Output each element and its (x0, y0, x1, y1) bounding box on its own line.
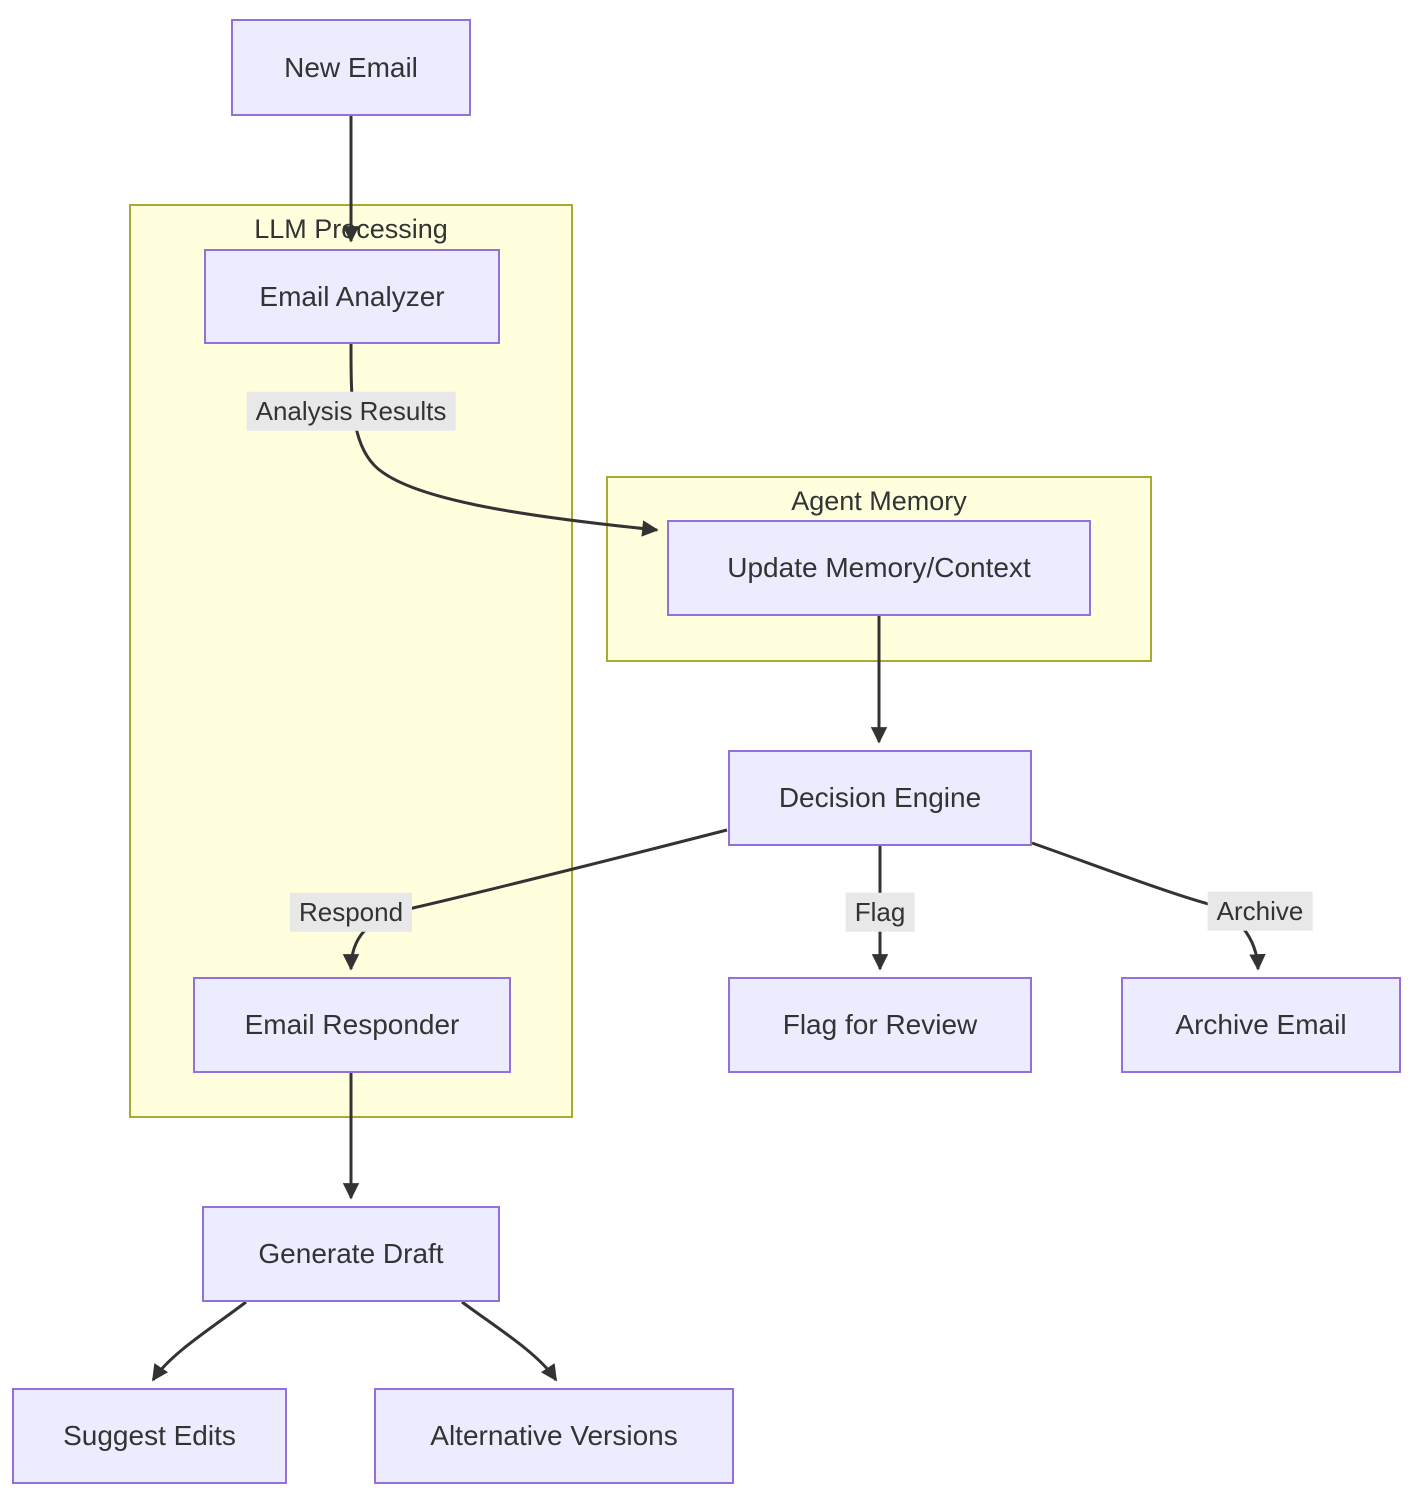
node-new-email: New Email (231, 19, 471, 116)
edge-decision-engine-to-archive-email (1031, 841, 1266, 971)
edge-label-respond: Respond (289, 892, 413, 932)
edge-generate-draft-to-alternative-versions (461, 1300, 558, 1382)
edge-email-analyzer-to-update-memory (349, 343, 659, 537)
edge-label-archive: Archive (1207, 891, 1313, 931)
node-decision-engine: Decision Engine (728, 750, 1032, 846)
node-archive-email-label: Archive Email (1175, 1009, 1347, 1041)
node-decision-engine-label: Decision Engine (778, 782, 982, 814)
node-archive-email: Archive Email (1121, 977, 1401, 1073)
node-generate-draft-label: Generate Draft (258, 1238, 444, 1270)
edge-decision-engine-to-email-responder (342, 828, 728, 971)
node-suggest-edits: Suggest Edits (12, 1388, 287, 1484)
edge-generate-draft-to-suggest-edits (151, 1300, 247, 1382)
node-email-analyzer: Email Analyzer (204, 249, 500, 344)
node-update-memory-context-label: Update Memory/Context (727, 552, 1031, 584)
node-new-email-label: New Email (284, 51, 418, 83)
node-email-analyzer-label: Email Analyzer (259, 280, 445, 312)
node-email-responder: Email Responder (193, 977, 511, 1073)
node-suggest-edits-label: Suggest Edits (63, 1420, 236, 1452)
node-flag-for-review-label: Flag for Review (782, 1009, 978, 1041)
edge-label-analysis-results: Analysis Results (246, 391, 456, 431)
node-update-memory-context: Update Memory/Context (667, 520, 1091, 616)
node-generate-draft: Generate Draft (202, 1206, 500, 1302)
node-flag-for-review: Flag for Review (728, 977, 1032, 1073)
node-email-responder-label: Email Responder (244, 1009, 460, 1041)
edge-label-flag: Flag (845, 892, 915, 932)
subgraph-agent-memory-label: Agent Memory (791, 486, 967, 516)
node-alternative-versions-label: Alternative Versions (430, 1420, 678, 1452)
node-alternative-versions: Alternative Versions (374, 1388, 734, 1484)
